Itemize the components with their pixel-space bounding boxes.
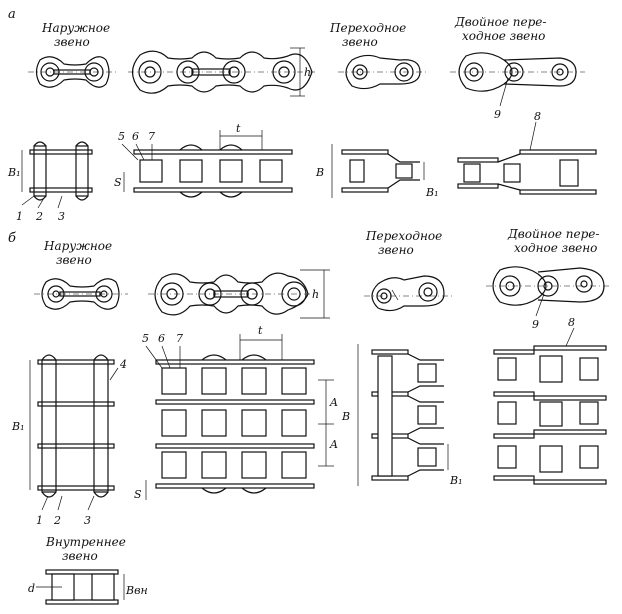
b-double-transition-top: 9 [486,266,612,331]
b-dim-bvn: Bвн [125,584,148,597]
a-outer-link-top [28,56,118,88]
b-dim-a2: A [329,438,338,451]
b-inner-link: d Bвн [28,569,148,605]
a-num-1: 1 [16,210,23,223]
a-num-3: 3 [58,210,65,223]
a-num-5: 5 [118,130,125,143]
a-outer-link-caption-2: звено [54,35,90,49]
a-num-7: 7 [148,130,155,143]
b-outer-link-caption-1: Наружное [43,239,112,253]
a-dim-b1-b: B₁ [425,186,439,199]
a-transition-side: B B₁ [315,144,439,199]
a-dim-s: S [114,176,122,189]
b-dim-t: t [258,324,263,337]
b-num-4: 4 [119,358,127,371]
b-outer-link-top [34,278,128,310]
b-dim-b: B [341,410,350,423]
b-double-caption-1: Двойное пере- [507,227,599,241]
a-double-caption-1: Двойное пере- [454,15,546,29]
a-transition-caption-1: Переходное [329,21,406,35]
b-dim-b1-b: B₁ [449,474,463,487]
b-double-transition-side: 8 [493,316,607,485]
section-b-letter: б [8,231,16,246]
b-dim-b1: B₁ [11,420,25,433]
a-outer-link-side: B₁ 1 2 3 [7,141,93,223]
b-num-9: 9 [532,318,539,331]
b-transition-caption-1: Переходное [365,229,442,243]
b-transition-caption-2: звено [378,243,414,257]
a-double-caption-2: ходное звено [462,29,545,43]
b-num-6: 6 [158,332,165,345]
b-dim-d: d [28,582,35,595]
b-inner-caption-1: Внутреннее [45,535,126,549]
b-num-7: 7 [176,332,183,345]
a-dim-t: t [236,122,241,135]
a-num-6: 6 [132,130,139,143]
a-num-2: 2 [35,210,43,223]
b-chain-side: t 5 6 7 A A S [134,324,338,501]
b-dim-s: S [134,488,142,501]
a-chain-top: h [128,47,315,97]
a-double-transition-top: 9 [450,52,585,121]
a-outer-link-caption-1: Наружное [41,21,110,35]
b-num-5: 5 [142,332,149,345]
b-num-3: 3 [84,514,91,527]
b-inner-caption-2: звено [62,549,98,563]
b-dim-h: h [312,288,319,301]
b-dim-a1: A [329,396,338,409]
b-num-8: 8 [568,316,575,329]
b-chain-top: h [148,269,330,319]
a-dim-h: h [304,66,311,79]
section-a-letter: а [8,7,16,22]
b-double-caption-2: ходное звено [514,241,597,255]
a-transition-caption-2: звено [342,35,378,49]
a-dim-b1: B₁ [7,166,21,179]
b-outer-link-caption-2: звено [56,253,92,267]
a-num-8: 8 [534,110,541,123]
a-transition-link-top [338,54,428,90]
b-transition-side: B B₁ [341,344,463,487]
a-chain-side: t 5 6 7 S [114,122,293,198]
a-num-9: 9 [494,108,501,121]
b-outer-link-side: B₁ 4 1 2 3 [11,354,127,527]
a-dim-b: B [315,166,324,179]
b-num-2: 2 [53,514,61,527]
a-double-transition-side: 8 [457,110,597,195]
b-num-1: 1 [36,514,43,527]
b-transition-link-top [364,275,452,312]
